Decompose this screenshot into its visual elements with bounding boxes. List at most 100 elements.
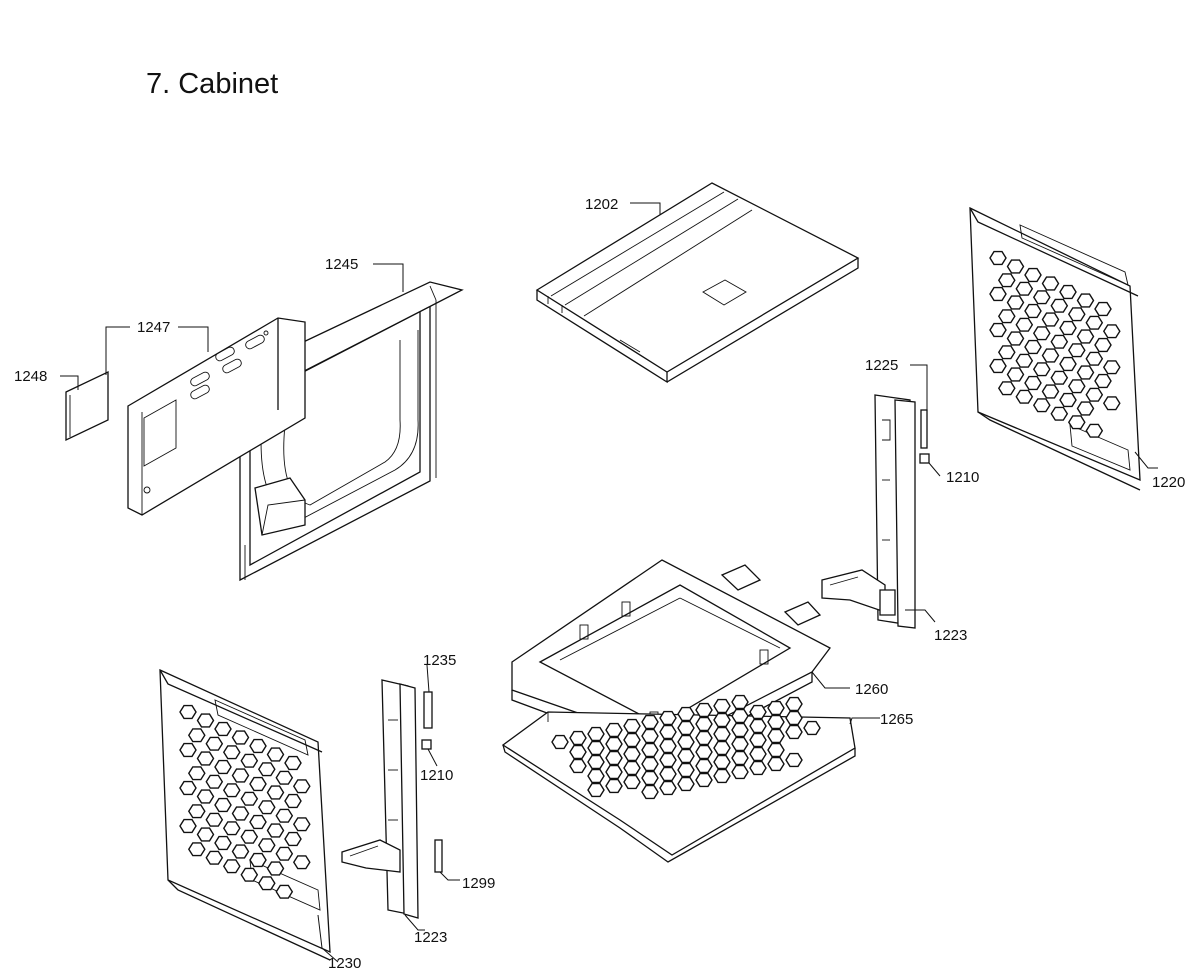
hex-cutout [231, 806, 250, 821]
callout-1210-left: 1210 [420, 767, 453, 784]
page-title: 7. Cabinet [146, 68, 279, 100]
hex-cutout [677, 706, 695, 722]
hex-cutout [767, 714, 785, 730]
hex-cutout [231, 844, 250, 859]
hex-cutout [989, 322, 1007, 338]
part-rear-plate [65, 370, 109, 442]
hex-cutout [1032, 290, 1051, 305]
hex-cutout [1067, 307, 1086, 322]
hex-cutout [257, 762, 276, 777]
hex-cutout [266, 823, 285, 838]
callout-1210-right: 1210 [946, 469, 979, 486]
callout-1225: 1225 [865, 357, 898, 374]
hex-cutout [551, 734, 569, 750]
hex-cutout [749, 718, 767, 734]
hex-cutout [222, 859, 241, 874]
part-left-rail-bolt [421, 739, 432, 750]
hex-cutout [605, 778, 623, 794]
hex-cutout [1085, 387, 1104, 402]
hex-cutout [1024, 339, 1042, 355]
part-left-rail [341, 679, 419, 919]
hex-cutout [1076, 293, 1095, 308]
hex-cutout [1041, 276, 1060, 291]
hex-cutout [1006, 295, 1025, 310]
hex-cutout [659, 724, 677, 740]
hex-cutout [659, 710, 677, 726]
hex-cutout [677, 762, 695, 778]
hex-cutout [1006, 367, 1025, 382]
hex-cutout [1059, 320, 1077, 336]
hex-cutout [997, 345, 1016, 360]
callout-1230: 1230 [328, 955, 361, 972]
hex-cutout [196, 751, 215, 766]
hex-cutout [240, 829, 259, 844]
hex-cutout [257, 876, 276, 891]
hex-cutout [731, 736, 749, 752]
hex-cutout [275, 884, 294, 899]
hex-cutout [187, 804, 206, 819]
hex-cutout [677, 776, 695, 792]
hex-cutout [1041, 348, 1060, 363]
hex-cutout [1032, 326, 1051, 341]
hex-cutout [1102, 396, 1121, 411]
hex-cutout [266, 747, 285, 762]
hex-cutout [1059, 284, 1077, 300]
hex-cutout [587, 782, 605, 798]
callout-1245: 1245 [325, 256, 358, 273]
part-top-panel [535, 182, 860, 384]
hex-cutout [249, 776, 267, 792]
hex-cutout [275, 808, 294, 823]
hex-cutout [641, 770, 659, 786]
hex-cutout [605, 750, 623, 766]
hex-cutout [275, 770, 294, 785]
hex-cutout [222, 821, 241, 836]
hex-cutout [1076, 329, 1095, 344]
hex-cutout [1085, 351, 1104, 366]
hex-cutout [1006, 331, 1025, 346]
hex-cutout [677, 734, 695, 750]
callout-1223-right: 1223 [934, 627, 967, 644]
hex-cutout [196, 827, 215, 842]
leader-lines [60, 202, 1158, 963]
hex-cutout [803, 720, 821, 736]
hex-cutout [731, 722, 749, 738]
hex-cutout [587, 754, 605, 770]
hex-cutout [1102, 324, 1121, 339]
hex-cutout [713, 768, 731, 784]
hex-cutout [1067, 379, 1086, 394]
callout-1235: 1235 [423, 652, 456, 669]
hex-cutout [1032, 398, 1051, 413]
hex-cutout [1041, 312, 1060, 327]
hex-cutout [695, 758, 713, 774]
hex-cutout [1059, 392, 1077, 408]
callout-1265: 1265 [880, 711, 913, 728]
hex-cutout [713, 726, 731, 742]
hex-cutout [257, 800, 276, 815]
hex-cutout [1059, 356, 1077, 372]
hex-cutout [605, 736, 623, 752]
callout-1299: 1299 [462, 875, 495, 892]
hex-cutout [1085, 315, 1104, 330]
hex-cutout [587, 726, 605, 742]
hex-cutout [713, 754, 731, 770]
hex-cutout [1094, 337, 1112, 353]
hex-cutout [214, 797, 232, 813]
hex-cutout [731, 750, 749, 766]
hex-cutout [1076, 365, 1095, 380]
hex-cutout [767, 728, 785, 744]
hex-cutout [257, 838, 276, 853]
hex-cutout [1085, 423, 1104, 438]
hex-cutout [623, 746, 641, 762]
hex-cutout [989, 286, 1007, 302]
part-right-rail [821, 394, 916, 629]
hex-cutout [677, 720, 695, 736]
base-panel-hex-grid [551, 694, 821, 800]
hex-cutout [623, 732, 641, 748]
hex-cutout [1024, 375, 1042, 391]
hex-cutout [1076, 401, 1095, 416]
hex-cutout [989, 250, 1007, 266]
hex-cutout [1015, 317, 1034, 332]
hex-cutout [205, 812, 224, 827]
hex-cutout [187, 766, 206, 781]
hex-cutout [292, 817, 311, 832]
